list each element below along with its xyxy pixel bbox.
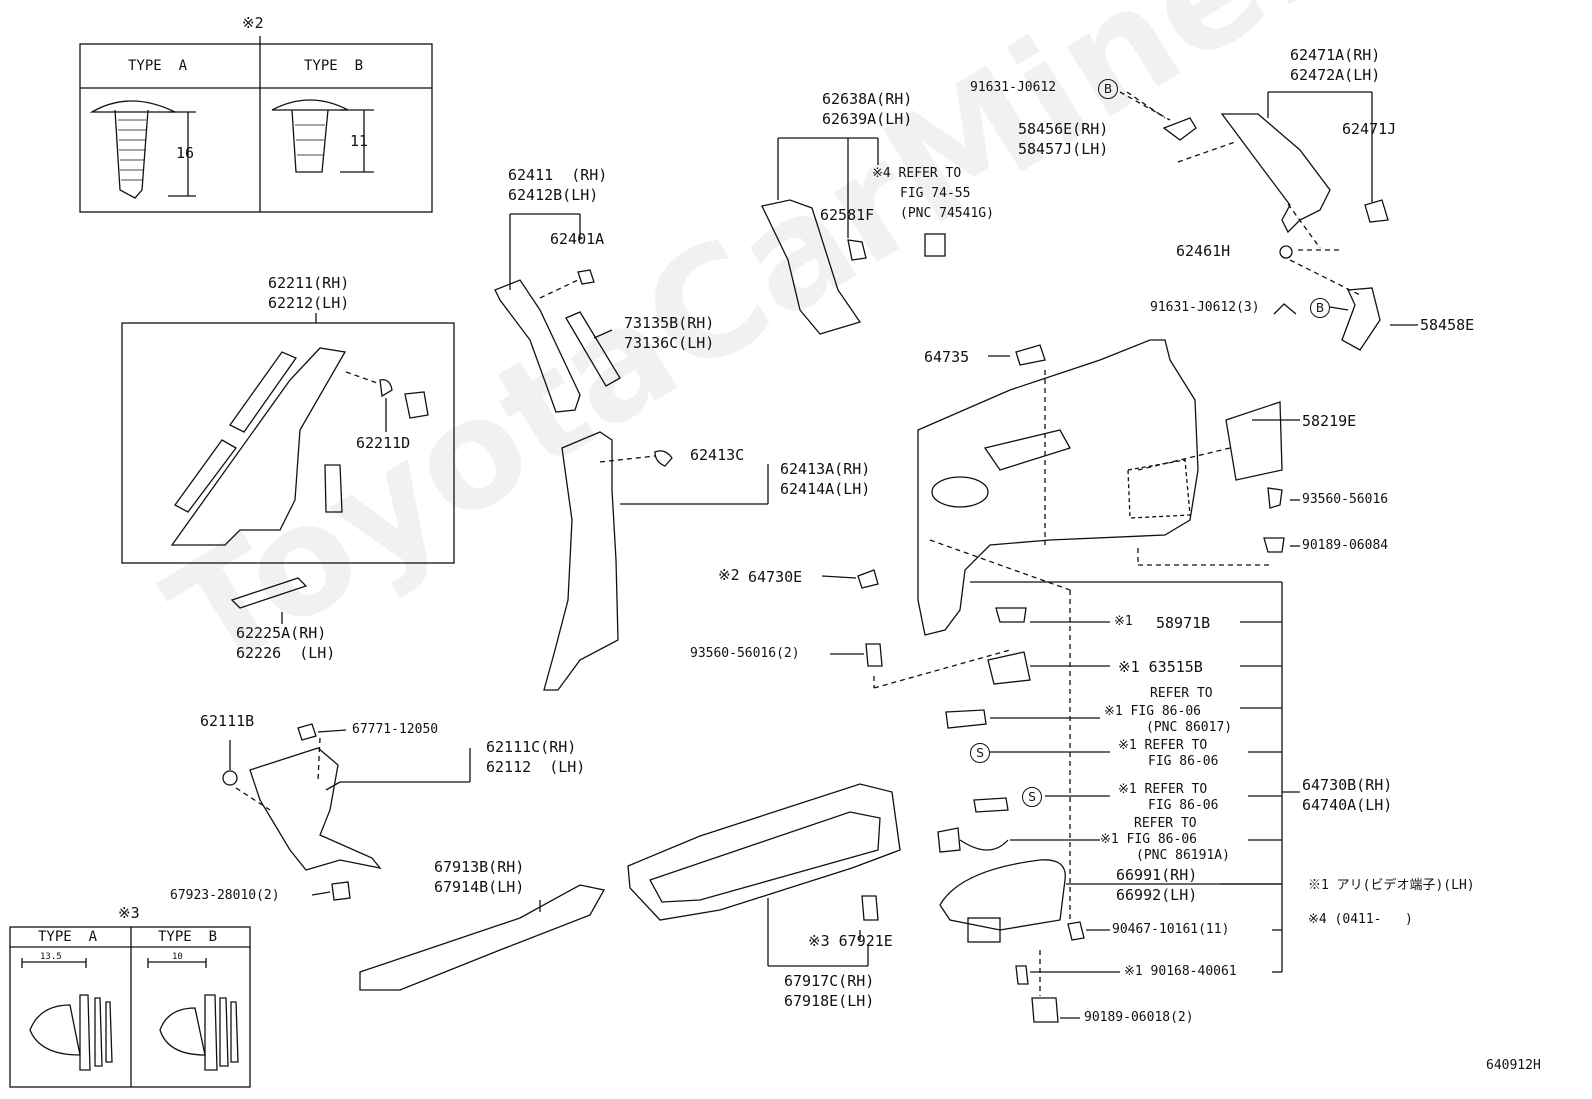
label-62581f: 62581F — [820, 206, 875, 224]
label-67921e: ※3 67921E — [808, 932, 893, 950]
label-62414a: 62414A(LH) — [780, 480, 871, 498]
label-90189-06084: 90189-06084 — [1302, 538, 1389, 553]
circle-s-2: S — [1022, 787, 1042, 807]
label-67923: 67923-28010(2) — [170, 888, 280, 903]
bracket-64730b — [1220, 582, 1300, 973]
label-ref-d2: ※1 FIG 86-06 — [1100, 832, 1197, 847]
clip-box-bottom-type-b: TYPE B — [158, 929, 218, 945]
label-62413a: 62413A(RH) — [780, 460, 871, 478]
right-small-parts — [937, 607, 1282, 1023]
label-ref-d3: (PNC 86191A) — [1136, 848, 1230, 863]
label-ref-a2: ※1 FIG 86-06 — [1104, 704, 1201, 719]
label-ref4-line2: FIG 74-55 — [900, 186, 971, 201]
clip-box-bottom-type-a: TYPE A — [38, 929, 98, 945]
label-62225a: 62225A(RH) — [236, 624, 327, 642]
label-90467: 90467-10161(11) — [1112, 922, 1230, 937]
label-ref4-line3: (PNC 74541G) — [900, 206, 994, 221]
label-58458e: 58458E — [1420, 316, 1475, 334]
label-62411: 62411 (RH) — [508, 166, 608, 184]
circle-b-top: B — [1098, 79, 1118, 99]
label-62413c: 62413C — [690, 446, 745, 464]
label-58456e: 58456E(RH) — [1018, 120, 1109, 138]
clip-box-bottom-mark: ※3 — [118, 904, 140, 922]
clip-box-top-dim-b: 11 — [350, 132, 369, 150]
center-clips — [821, 303, 1297, 689]
clip-box-top-dim-a: 16 — [176, 144, 195, 162]
note-1: ※1 アリ(ビデオ端子)(LH) — [1308, 878, 1475, 893]
label-66991: 66991(RH) — [1116, 866, 1198, 884]
label-64730b: 64730B(RH) — [1302, 776, 1393, 794]
label-62639a: 62639A(LH) — [822, 110, 913, 128]
circle-s-1: S — [970, 743, 990, 763]
label-67917c: 67917C(RH) — [784, 972, 875, 990]
pillar-62411 — [494, 213, 621, 413]
label-ref4-line1: ※4 REFER TO — [872, 166, 962, 181]
label-62638a: 62638A(RH) — [822, 90, 913, 108]
label-90189-06018: 90189-06018(2) — [1084, 1010, 1194, 1025]
clip-box-top — [79, 36, 433, 213]
label-62111c: 62111C(RH) — [486, 738, 577, 756]
label-64735: 64735 — [924, 348, 970, 366]
label-62472a: 62472A(LH) — [1290, 66, 1381, 84]
label-90168: ※1 90168-40061 — [1124, 964, 1237, 979]
label-ref-b2: FIG 86-06 — [1148, 754, 1219, 769]
label-64740a: 64740A(LH) — [1302, 796, 1393, 814]
label-58971b: 58971B — [1156, 614, 1211, 632]
label-mark2-64730e: ※2 — [718, 566, 740, 584]
scuff-67913b — [359, 884, 606, 991]
label-67918e: 67918E(LH) — [784, 992, 875, 1010]
label-73135b: 73135B(RH) — [624, 314, 715, 332]
label-62471a: 62471A(RH) — [1290, 46, 1381, 64]
clip-box-bottom-dim-a: 13.5 — [40, 952, 62, 962]
clip-box-bottom — [9, 926, 251, 1088]
label-62112: 62112 (LH) — [486, 758, 586, 776]
pillar-62638 — [761, 137, 946, 335]
label-91631-mid: 91631-J0612(3) — [1150, 300, 1260, 315]
clip-box-bottom-dim-b: 10 — [172, 952, 183, 962]
label-73136c: 73136C(LH) — [624, 334, 715, 352]
label-62226: 62226 (LH) — [236, 644, 336, 662]
label-93560-left: 93560-56016(2) — [690, 646, 800, 661]
label-62211-rh: 62211(RH) — [268, 274, 350, 292]
circle-b-mid: B — [1310, 298, 1330, 318]
pillar-62413a — [543, 431, 769, 691]
label-62461h: 62461H — [1176, 242, 1231, 260]
panel-62111 — [222, 723, 471, 901]
label-ref-c2: FIG 86-06 — [1148, 798, 1219, 813]
note-4: ※4 (0411- ) — [1308, 912, 1413, 927]
box-62211 — [121, 313, 455, 564]
label-62211d: 62211D — [356, 434, 411, 452]
label-67914b: 67914B(LH) — [434, 878, 525, 896]
label-91631-top: 91631-J0612 — [970, 80, 1057, 95]
label-mark1-58971b: ※1 — [1114, 614, 1133, 629]
figure-id: 640912H — [1486, 1058, 1541, 1073]
label-58219e: 58219E — [1302, 412, 1357, 430]
label-ref-c1: ※1 REFER TO — [1118, 782, 1208, 797]
label-58457j: 58457J(LH) — [1018, 140, 1109, 158]
label-ref-a3: (PNC 86017) — [1146, 720, 1233, 735]
label-62401a: 62401A — [550, 230, 605, 248]
label-64730e: 64730E — [748, 568, 803, 586]
label-67771: 67771-12050 — [352, 722, 439, 737]
label-93560-right: 93560-56016 — [1302, 492, 1389, 507]
clip-box-top-mark: ※2 — [242, 14, 264, 32]
label-67913b: 67913B(RH) — [434, 858, 525, 876]
label-62212-lh: 62212(LH) — [268, 294, 350, 312]
clip-box-top-type-a: TYPE A — [128, 58, 188, 74]
label-66992: 66992(LH) — [1116, 886, 1198, 904]
quarter-panel — [917, 339, 1285, 920]
part-62225a-shape — [230, 577, 308, 609]
label-62111b: 62111B — [200, 712, 255, 730]
label-ref-d1: REFER TO — [1134, 816, 1197, 831]
clip-box-top-type-b: TYPE B — [304, 58, 364, 74]
label-62471j: 62471J — [1342, 120, 1397, 138]
label-63515b: ※1 63515B — [1118, 658, 1203, 676]
label-ref-b1: ※1 REFER TO — [1118, 738, 1208, 753]
label-ref-a1: REFER TO — [1150, 686, 1213, 701]
label-62412b: 62412B(LH) — [508, 186, 599, 204]
tray-67917c — [627, 783, 901, 967]
